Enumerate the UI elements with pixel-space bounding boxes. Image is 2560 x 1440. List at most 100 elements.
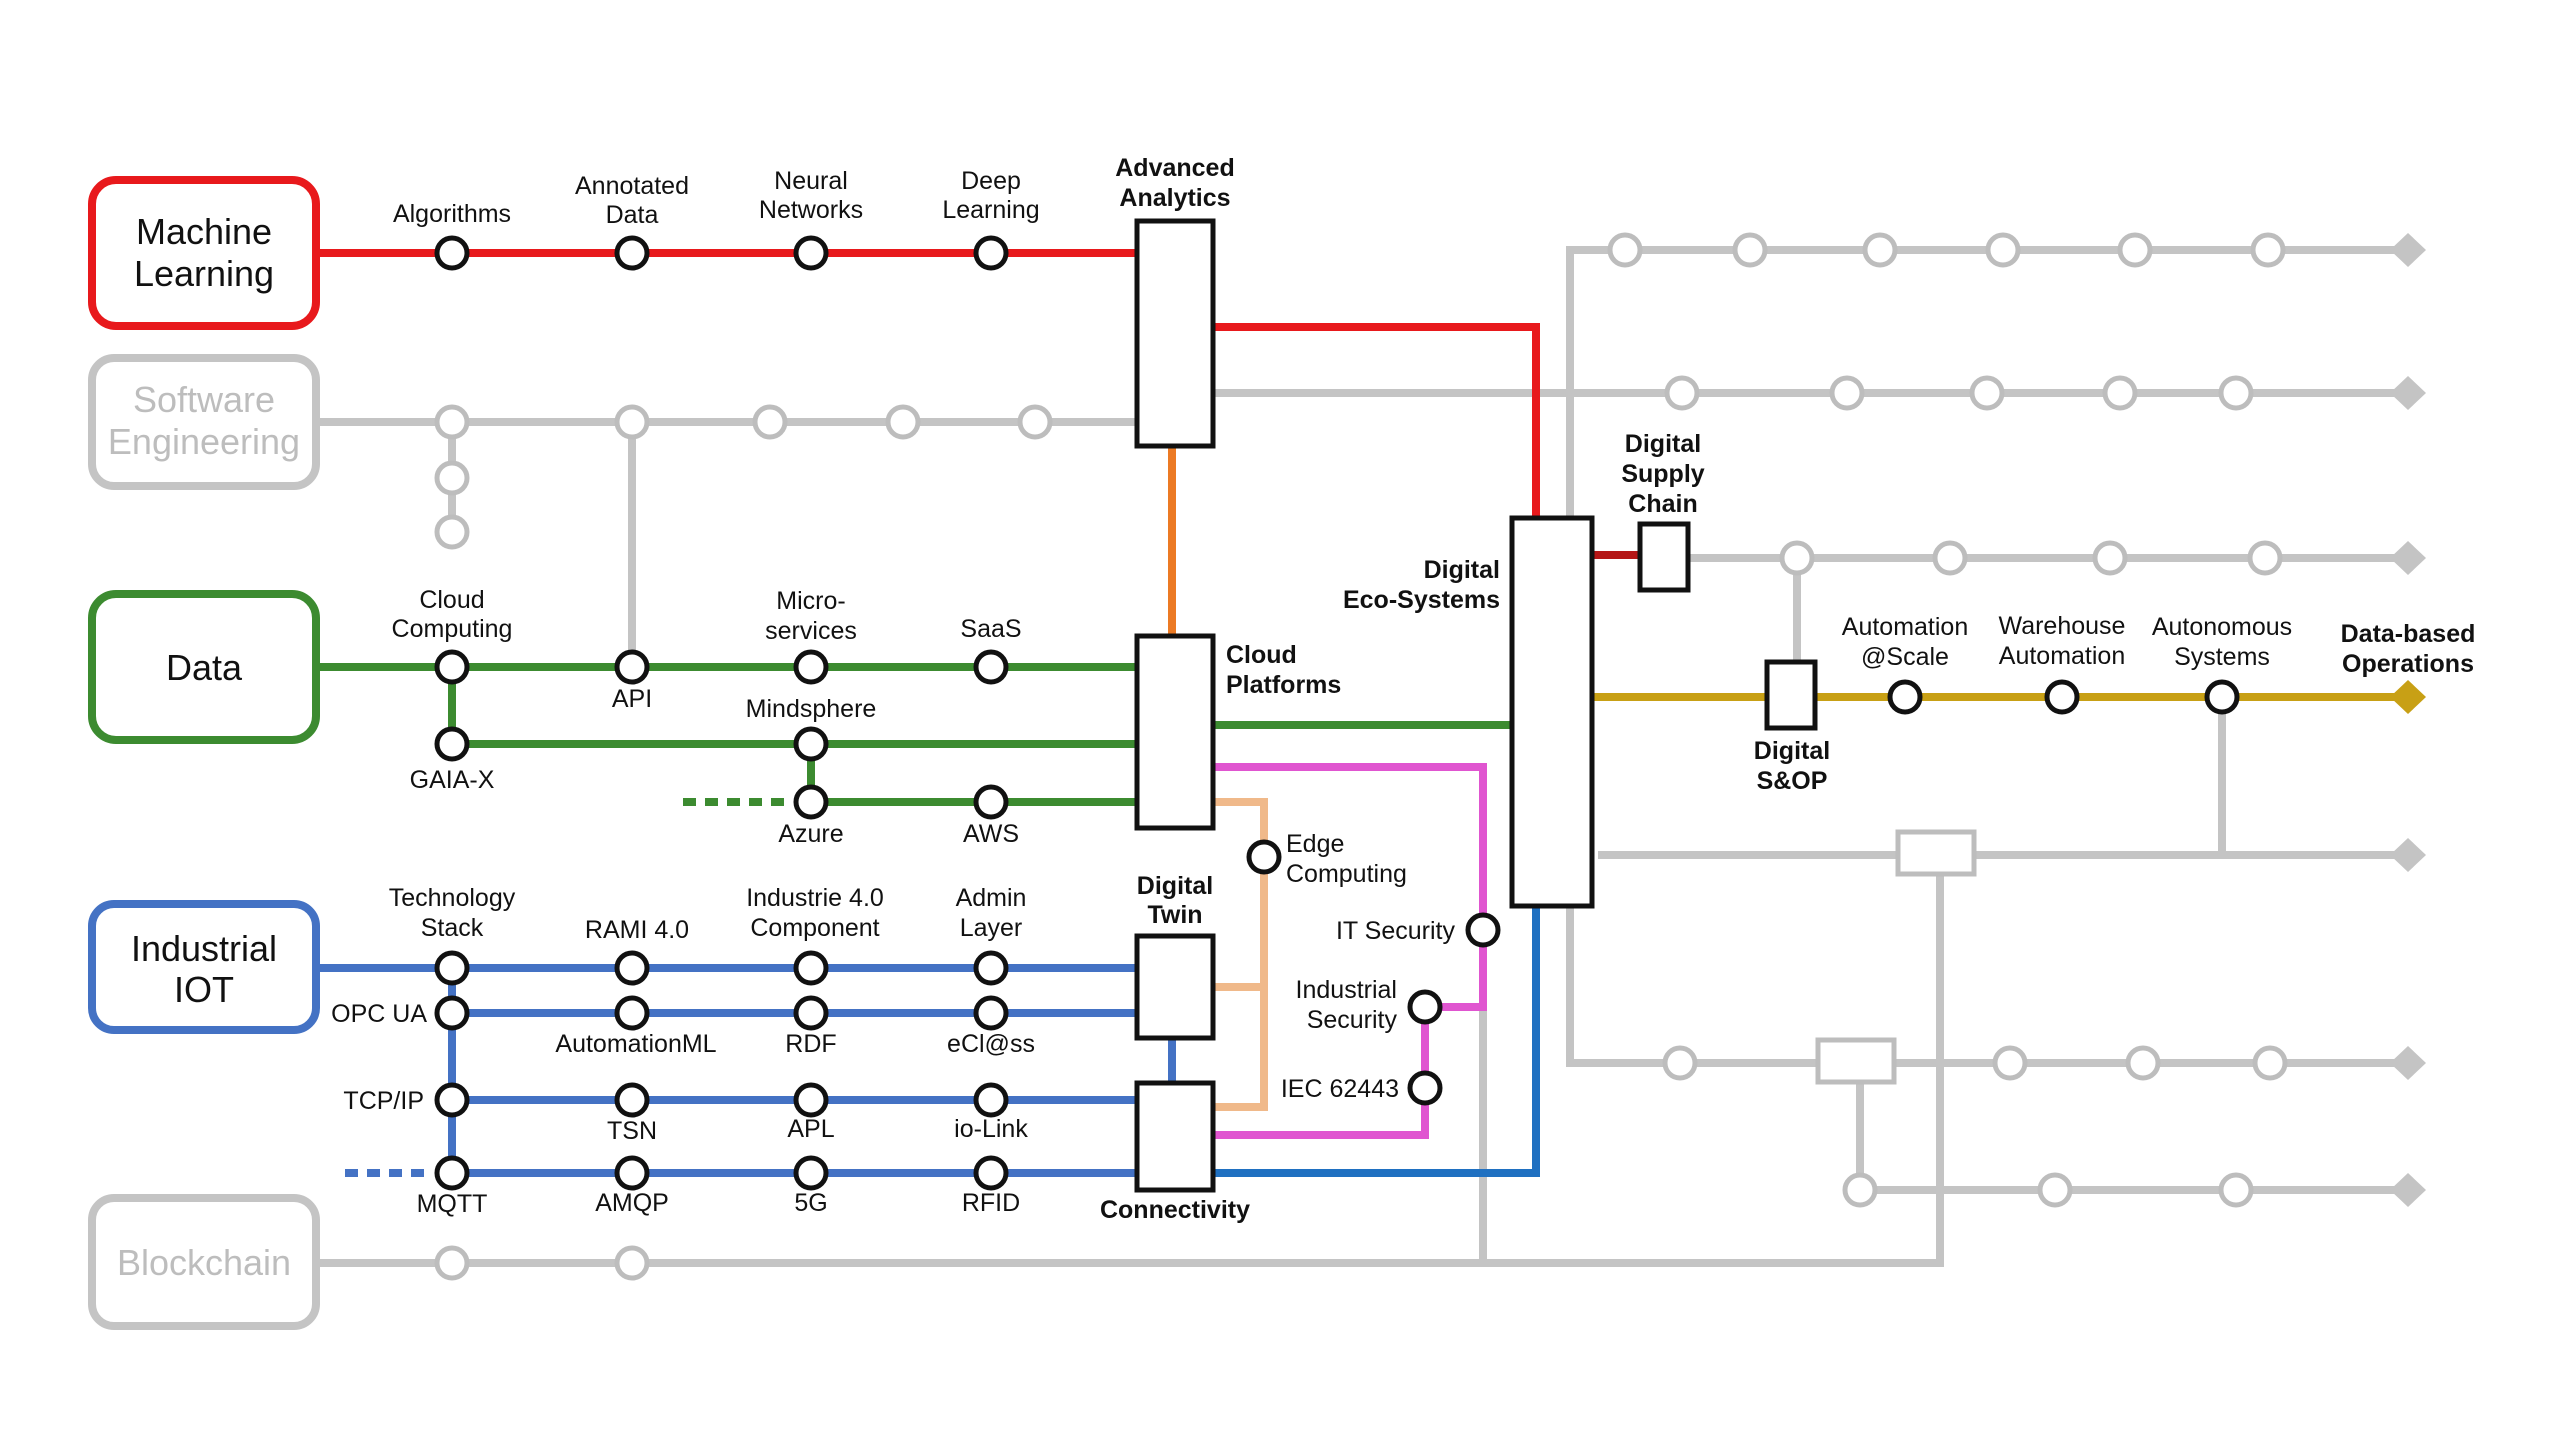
label-industrie-component-2: Component — [750, 914, 879, 942]
machine-learning-line1: Machine — [136, 211, 272, 252]
station-grey — [1992, 1045, 2028, 1081]
station-software-4 — [885, 404, 921, 440]
digital-supply-chain-hub — [1637, 521, 1691, 593]
station-algorithms — [434, 235, 470, 271]
label-io-link: io-Link — [954, 1115, 1028, 1143]
station-deep-learning — [973, 235, 1009, 271]
station-software-6 — [434, 460, 470, 496]
label-warehouse-automation-2: Automation — [1999, 642, 2125, 670]
label-digital-supply-chain-3: Chain — [1628, 490, 1697, 518]
edge-peach — [1210, 798, 1268, 1111]
station-it-security — [1465, 912, 1501, 948]
cloud-platforms-hub — [1134, 633, 1216, 831]
station-saas — [973, 649, 1009, 685]
station-amqp — [614, 1155, 650, 1191]
label-automation-scale-2: @Scale — [1861, 643, 1949, 671]
label-cloud-platforms-1: Cloud — [1226, 641, 1297, 669]
label-industrial-security-1: Industrial — [1296, 976, 1397, 1004]
label-neural-networks-2: Networks — [759, 196, 863, 224]
station-software-2 — [614, 404, 650, 440]
label-neural-networks-1: Neural — [774, 167, 848, 195]
station-grey — [2092, 540, 2128, 576]
data-label: Data — [166, 647, 243, 688]
station-grey — [1842, 1172, 1878, 1208]
label-digital-eco-systems-2: Eco-Systems — [1343, 586, 1500, 614]
label-autonomous-systems-1: Autonomous — [2152, 613, 2292, 641]
station-iec — [1407, 1070, 1443, 1106]
industrial-iot-line1: Industrial — [131, 928, 277, 969]
label-digital-supply-chain-2: Supply — [1621, 460, 1704, 488]
label-digital-sop-2: S&OP — [1757, 767, 1828, 795]
label-micro-services-2: services — [765, 617, 857, 645]
station-blockchain-2 — [614, 1245, 650, 1281]
label-rdf: RDF — [785, 1030, 836, 1058]
station-aws — [973, 784, 1009, 820]
grey-terminals — [2390, 233, 2426, 1207]
label-warehouse-automation-1: Warehouse — [1999, 612, 2126, 640]
station-rami — [614, 950, 650, 986]
eco-lower-grey — [1566, 900, 2410, 1067]
station-technology-stack — [434, 950, 470, 986]
category-blockchain: Blockchain — [88, 1194, 320, 1330]
digital-eco-systems-hub — [1509, 515, 1595, 909]
label-edge-computing-2: Computing — [1286, 860, 1407, 888]
label-advanced-analytics-2: Analytics — [1119, 184, 1230, 212]
label-aws: AWS — [963, 820, 1019, 848]
label-eclass: eCl@ss — [947, 1030, 1035, 1058]
station-grey — [2250, 232, 2286, 268]
software-engineering-line2: Engineering — [108, 421, 300, 462]
label-digital-eco-systems-1: Digital — [1424, 556, 1500, 584]
station-grey — [2247, 540, 2283, 576]
station-grey — [2102, 375, 2138, 411]
label-data-based-operations-1: Data-based — [2341, 620, 2476, 648]
label-rami: RAMI 4.0 — [585, 916, 689, 944]
station-grey — [1664, 375, 1700, 411]
category-software-engineering: Software Engineering — [88, 354, 320, 490]
station-gaia-x — [434, 726, 470, 762]
label-digital-twin-1: Digital — [1137, 872, 1213, 900]
label-cloud-platforms-2: Platforms — [1226, 671, 1341, 699]
station-industrie-component — [793, 950, 829, 986]
digital-sop-hub — [1764, 659, 1818, 731]
station-grey — [1829, 375, 1865, 411]
label-tsn: TSN — [607, 1117, 657, 1145]
label-algorithms: Algorithms — [393, 200, 511, 228]
grey-interchange-1 — [1895, 829, 1977, 877]
label-gaia-x: GAIA-X — [410, 766, 495, 794]
grey-lines — [318, 246, 2410, 1267]
label-automation-scale-1: Automation — [1842, 613, 1968, 641]
label-annotated-data-1: Annotated — [575, 172, 689, 200]
connectivity-to-eco-blue — [1210, 905, 1540, 1177]
station-eclass — [973, 995, 1009, 1031]
label-iec: IEC 62443 — [1281, 1075, 1399, 1103]
station-grey — [2252, 1045, 2288, 1081]
advanced-analytics-hub — [1134, 218, 1216, 449]
station-software-5 — [1017, 404, 1053, 440]
station-tsn — [614, 1082, 650, 1118]
station-neural-networks — [793, 235, 829, 271]
station-software-3 — [752, 404, 788, 440]
station-rfid — [973, 1155, 1009, 1191]
label-admin-layer-2: Layer — [960, 914, 1023, 942]
label-annotated-data-2: Data — [606, 201, 659, 229]
label-deep-learning-2: Learning — [942, 196, 1039, 224]
station-5g — [793, 1155, 829, 1191]
label-automationml: AutomationML — [555, 1030, 716, 1058]
station-grey — [1985, 232, 2021, 268]
blockchain-line — [318, 852, 1944, 1267]
station-api — [614, 649, 650, 685]
station-opc-ua — [434, 995, 470, 1031]
station-io-link — [973, 1082, 1009, 1118]
station-cloud-computing — [434, 649, 470, 685]
software-engineering-line1: Software — [133, 379, 275, 420]
station-grey — [2037, 1172, 2073, 1208]
label-cloud-computing-1: Cloud — [419, 586, 484, 614]
station-grey — [2125, 1045, 2161, 1081]
station-grey — [1779, 540, 1815, 576]
station-software-7 — [434, 514, 470, 550]
station-rdf — [793, 995, 829, 1031]
station-grey — [2218, 1172, 2254, 1208]
terminal-diamond — [2390, 541, 2426, 575]
station-tcp-ip — [434, 1082, 470, 1118]
